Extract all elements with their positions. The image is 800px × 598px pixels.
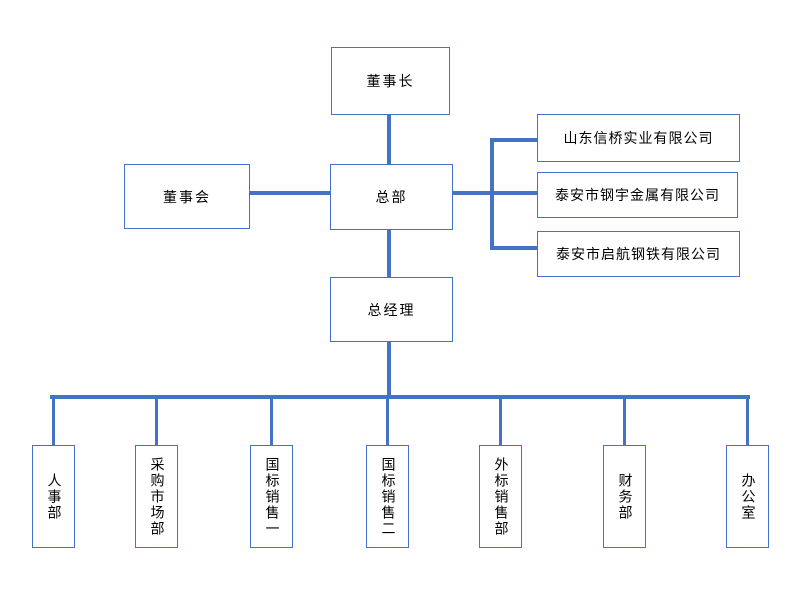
connector-subsidiaries-bracket	[490, 138, 494, 250]
node-chairman-label: 董事长	[366, 74, 415, 90]
connector-drop-dept-1	[52, 398, 55, 445]
node-department-national-sales-1-label: 国标销售一	[263, 456, 280, 537]
node-department-hr-label: 人事部	[45, 472, 62, 521]
node-department-national-sales-1: 国标销售一	[250, 445, 293, 548]
node-department-office: 办公室	[726, 445, 769, 548]
node-headquarters-label: 总部	[375, 190, 408, 206]
node-department-purchasing-market: 采购市场部	[135, 445, 178, 548]
node-department-foreign-sales-label: 外标销售部	[492, 456, 509, 537]
connector-subsidiary-3-stub	[490, 246, 537, 250]
node-department-finance-label: 财务部	[616, 472, 633, 521]
node-general-manager-label: 总经理	[367, 302, 416, 319]
node-department-office-label: 办公室	[739, 472, 756, 521]
connector-drop-dept-2	[155, 398, 158, 445]
node-department-national-sales-2: 国标销售二	[366, 445, 409, 548]
connector-board-headquarters	[250, 191, 330, 195]
node-subsidiary-1-label: 山东信桥实业有限公司	[563, 131, 714, 147]
node-subsidiary-2-label: 泰安市钢宇金属有限公司	[555, 188, 720, 204]
connector-drop-dept-3	[270, 398, 273, 445]
node-department-hr: 人事部	[32, 445, 75, 548]
node-department-national-sales-2-label: 国标销售二	[379, 456, 396, 537]
connector-drop-dept-6	[623, 398, 626, 445]
connector-general-manager-departments	[387, 342, 391, 396]
node-chairman: 董事长	[331, 47, 450, 115]
connector-departments-trunk	[50, 395, 750, 399]
connector-drop-dept-7	[746, 398, 749, 445]
connector-headquarters-subsidiaries	[453, 191, 537, 195]
connector-subsidiary-1-stub	[490, 138, 537, 142]
connector-chairman-headquarters	[387, 115, 391, 165]
node-board-label: 董事会	[163, 189, 211, 206]
node-department-foreign-sales: 外标销售部	[479, 445, 522, 548]
node-subsidiary-3-label: 泰安市启航钢铁有限公司	[556, 247, 721, 263]
node-headquarters: 总部	[330, 164, 453, 230]
node-subsidiary-2: 泰安市钢宇金属有限公司	[537, 172, 738, 218]
node-general-manager: 总经理	[330, 277, 453, 342]
connector-drop-dept-4	[386, 398, 389, 445]
node-subsidiary-1: 山东信桥实业有限公司	[537, 114, 740, 162]
connector-drop-dept-5	[499, 398, 502, 445]
connector-headquarters-general-manager	[387, 230, 391, 277]
node-department-purchasing-market-label: 采购市场部	[148, 456, 165, 537]
node-department-finance: 财务部	[603, 445, 646, 548]
node-subsidiary-3: 泰安市启航钢铁有限公司	[537, 231, 740, 277]
node-board-of-directors: 董事会	[124, 164, 250, 229]
